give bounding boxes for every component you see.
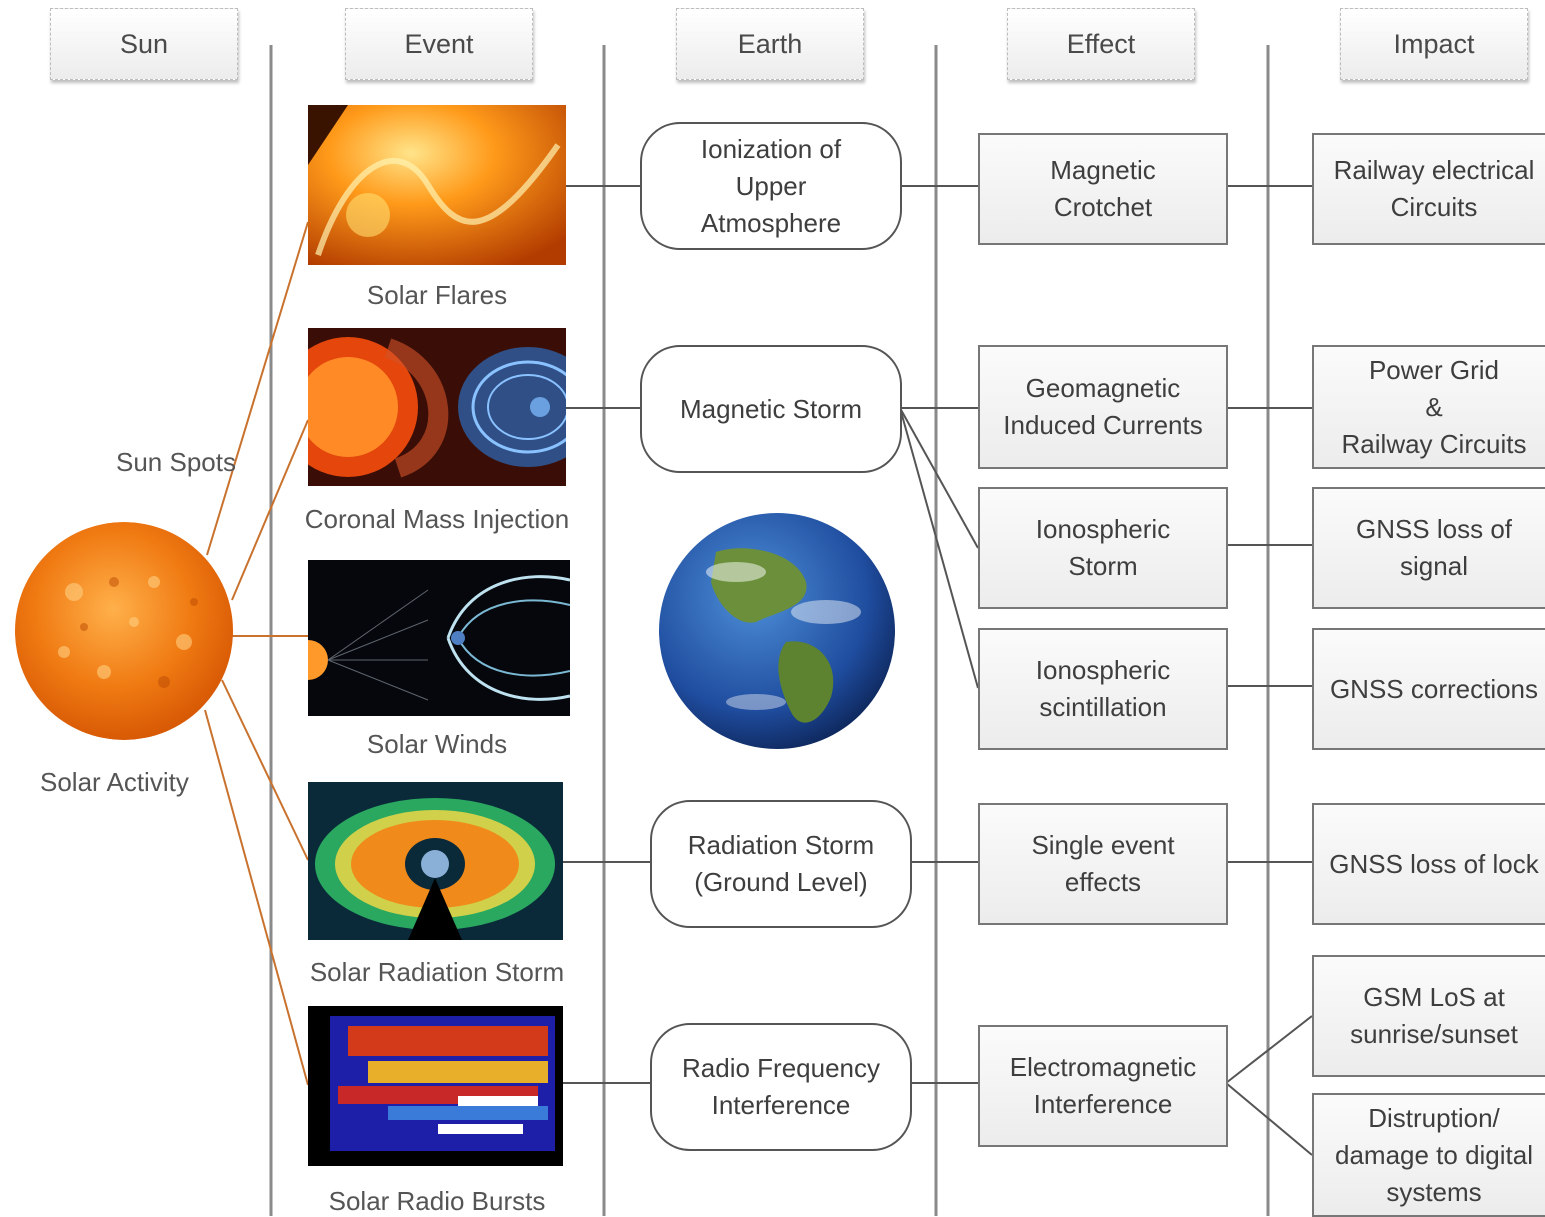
effect-label: Single event effects <box>1031 830 1175 897</box>
impact-label: Distruption/ damage to digital systems <box>1334 1102 1534 1207</box>
event-caption: Coronal Mass Injection <box>304 504 570 534</box>
event-caption: Solar Radiation Storm <box>309 957 565 987</box>
header-effect: Effect <box>1007 8 1195 80</box>
earth-node-label: Magnetic Storm <box>679 393 863 424</box>
impact-label: GNSS loss of lock <box>1329 848 1539 879</box>
header-sun: Sun <box>50 8 238 80</box>
effect-label: Magnetic Crotchet <box>1050 155 1156 222</box>
sun-spots-label: Sun Spots <box>116 447 236 477</box>
effect-label: Ionospheric scintillation <box>1035 655 1171 722</box>
column-dividers <box>269 45 1270 1216</box>
header-impact: Impact <box>1340 8 1528 80</box>
header-event: Event <box>345 8 533 80</box>
earth-node-radiation-storm: Radiation Storm (Ground Level) <box>650 800 912 928</box>
radio-bursts-image <box>308 1006 563 1166</box>
effect-label: Geomagnetic Induced Currents <box>1003 373 1203 440</box>
impact-gnss-loss-lock: GNSS loss of lock <box>1312 803 1545 925</box>
sun-links <box>204 221 309 1086</box>
effect-electromagnetic-interference: Electromagnetic Interference <box>978 1025 1228 1147</box>
earth-node-label: Ionization of Upper Atmosphere <box>700 133 842 238</box>
impact-gnss-loss-signal: GNSS loss of signal <box>1312 487 1545 609</box>
cme-image <box>308 328 566 486</box>
earth-globe-image <box>656 512 898 750</box>
impact-label: GNSS loss of signal <box>1355 514 1513 581</box>
impact-label: Railway electrical Circuits <box>1333 155 1535 222</box>
solar-flares-image <box>308 105 566 265</box>
effect-geomagnetic-currents: Geomagnetic Induced Currents <box>978 345 1228 469</box>
effect-single-event: Single event effects <box>978 803 1228 925</box>
impact-digital-damage: Distruption/ damage to digital systems <box>1312 1093 1545 1217</box>
impact-power-grid: Power Grid & Railway Circuits <box>1312 345 1545 469</box>
solar-winds-image <box>308 560 570 716</box>
impact-railway-electrical: Railway electrical Circuits <box>1312 133 1545 245</box>
event-caption: Solar Radio Bursts <box>328 1186 546 1216</box>
impact-gnss-corrections: GNSS corrections <box>1312 628 1545 750</box>
header-earth: Earth <box>676 8 864 80</box>
impact-label: GNSS corrections <box>1329 673 1539 704</box>
earth-node-label: Radio Frequency Interference <box>682 1053 880 1120</box>
flow-links <box>563 185 1313 1156</box>
sun-image <box>14 522 234 740</box>
impact-gsm-los: GSM LoS at sunrise/sunset <box>1312 955 1545 1077</box>
earth-node-label: Radiation Storm (Ground Level) <box>687 830 875 897</box>
event-caption: Solar Winds <box>366 729 508 759</box>
effect-label: Ionospheric Storm <box>1035 514 1171 581</box>
effect-magnetic-crotchet: Magnetic Crotchet <box>978 133 1228 245</box>
radiation-storm-image <box>308 782 563 940</box>
effect-ionospheric-storm: Ionospheric Storm <box>978 487 1228 609</box>
earth-node-magnetic-storm: Magnetic Storm <box>640 345 902 473</box>
solar-activity-label: Solar Activity <box>40 767 189 797</box>
effect-ionospheric-scintillation: Ionospheric scintillation <box>978 628 1228 750</box>
event-caption: Solar Flares <box>366 280 508 310</box>
effect-label: Electromagnetic Interference <box>1009 1052 1197 1119</box>
impact-label: GSM LoS at sunrise/sunset <box>1350 982 1518 1049</box>
earth-node-rf-interference: Radio Frequency Interference <box>650 1023 912 1151</box>
earth-node-ionization: Ionization of Upper Atmosphere <box>640 122 902 250</box>
impact-label: Power Grid & Railway Circuits <box>1341 354 1527 459</box>
